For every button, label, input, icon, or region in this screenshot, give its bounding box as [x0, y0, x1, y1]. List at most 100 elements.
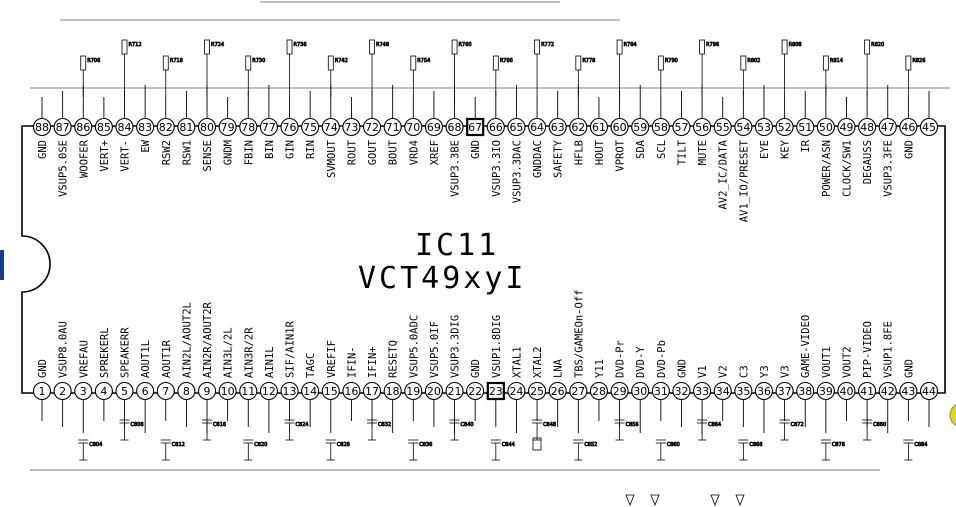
component-label: R772 — [541, 42, 554, 48]
pin-name: TILT — [676, 139, 688, 165]
pin-name: VSUP5.0ADC — [408, 315, 420, 378]
component-label: C844 — [502, 442, 515, 448]
pin-marker — [424, 381, 443, 401]
pin-name: XTAL2 — [532, 346, 544, 378]
component-label: C836 — [419, 442, 432, 448]
component-label: R808 — [789, 42, 802, 48]
pin-marker — [383, 381, 402, 401]
pin-number: 49 — [839, 121, 853, 134]
pin-number: 31 — [654, 385, 668, 398]
pin-number: 27 — [571, 385, 585, 398]
pin-marker — [239, 117, 258, 137]
pin-name: GND — [903, 359, 915, 378]
pin-marker — [115, 381, 134, 401]
pin-name: AIN3R/2R — [243, 327, 255, 378]
pin-name: VSUP1.8DIG — [491, 315, 503, 378]
pin-name: VSUP5.0IF — [429, 321, 441, 378]
pin-marker — [672, 381, 691, 401]
pin-number: 82 — [159, 121, 173, 134]
resistor-symbol — [162, 55, 169, 71]
pin-number: 58 — [654, 121, 668, 134]
pin-name: SAFETY — [553, 139, 565, 178]
pin-name: CLOCK/SW1 — [841, 140, 853, 197]
pin-number: 43 — [901, 385, 915, 398]
pin-number: 53 — [757, 121, 771, 134]
resistor-symbol — [369, 39, 375, 55]
component-label: R736 — [294, 42, 307, 48]
component-label: R820 — [871, 42, 884, 48]
pin-number: 14 — [303, 385, 317, 398]
pin-number: 22 — [468, 385, 482, 398]
pin-name: AOUT1L — [140, 340, 152, 378]
pin-name: GND — [37, 359, 49, 378]
pin-name: V1 — [697, 365, 709, 378]
edge-badge — [949, 404, 956, 426]
pin-name: V3 — [780, 365, 792, 378]
ic-body-outline — [21, 125, 946, 394]
pin-number: 41 — [860, 385, 874, 398]
pin-number: 36 — [757, 385, 771, 398]
pin-marker — [177, 117, 196, 137]
pin-name: VSUP3.3IO — [491, 140, 503, 197]
pin-marker — [259, 117, 278, 137]
resistor-symbol — [534, 39, 540, 55]
pin-number: 37 — [778, 385, 792, 398]
pin-marker — [713, 117, 732, 137]
pin-marker — [197, 381, 217, 401]
pin-number: 28 — [592, 385, 606, 398]
pin-marker — [569, 381, 588, 401]
pin-number: 54 — [736, 121, 750, 134]
component-label: R796 — [706, 42, 719, 48]
pin-number: 63 — [551, 121, 565, 134]
pin-marker — [301, 117, 320, 137]
pin-name: DVD-Pr — [615, 340, 627, 378]
pin-number: 23 — [489, 385, 503, 398]
pin-number: 57 — [674, 121, 688, 134]
pin-marker — [528, 381, 547, 401]
pin-name: PIP-VIDEO — [862, 321, 874, 378]
pin-marker — [342, 381, 361, 401]
pin-marker — [218, 381, 237, 401]
pin-number: 4 — [100, 385, 107, 398]
pin-number: 47 — [881, 121, 895, 134]
pin-number: 29 — [613, 385, 627, 398]
pin-name: EYE — [759, 140, 771, 159]
component-label: R712 — [129, 42, 142, 48]
pin-name: SPEAKERR — [120, 327, 132, 378]
pin-name: BOUT — [388, 139, 400, 165]
pin-marker — [548, 381, 567, 401]
pin-name: VERT- — [120, 140, 132, 172]
pin-number: 20 — [427, 385, 441, 398]
pin-name: GND — [470, 359, 482, 378]
crystal-symbol — [532, 437, 542, 451]
pin-number: 67 — [468, 121, 482, 134]
pin-number: 69 — [427, 121, 441, 134]
resistor-symbol — [657, 55, 664, 71]
pin-number: 78 — [241, 121, 255, 134]
resistor-symbol — [327, 55, 334, 71]
pin-number: 35 — [736, 385, 750, 398]
pin-marker — [528, 117, 547, 137]
pin-name: VREFIF — [326, 340, 338, 378]
pin-marker — [177, 381, 196, 401]
connector-arrow — [650, 494, 660, 507]
component-label: C816 — [213, 422, 226, 428]
pin-number: 62 — [571, 121, 585, 134]
component-label: R730 — [252, 58, 265, 64]
connector-arrow — [710, 494, 720, 507]
pin-number: 79 — [221, 121, 235, 134]
resistor-symbol — [740, 55, 747, 71]
pin-number: 86 — [76, 121, 90, 134]
resistor-symbol — [410, 55, 417, 71]
component-label: C880 — [873, 422, 886, 428]
component-label: C868 — [749, 442, 762, 448]
pin-number: 12 — [262, 385, 276, 398]
pin-number: 45 — [922, 121, 936, 134]
pin-name: VREFAU — [78, 340, 90, 378]
pin-number: 5 — [121, 385, 128, 398]
pin-marker — [136, 117, 155, 137]
pin-number: 24 — [509, 385, 523, 398]
pin-name: SPREKERL — [99, 327, 111, 378]
component-label: C856 — [626, 422, 639, 428]
